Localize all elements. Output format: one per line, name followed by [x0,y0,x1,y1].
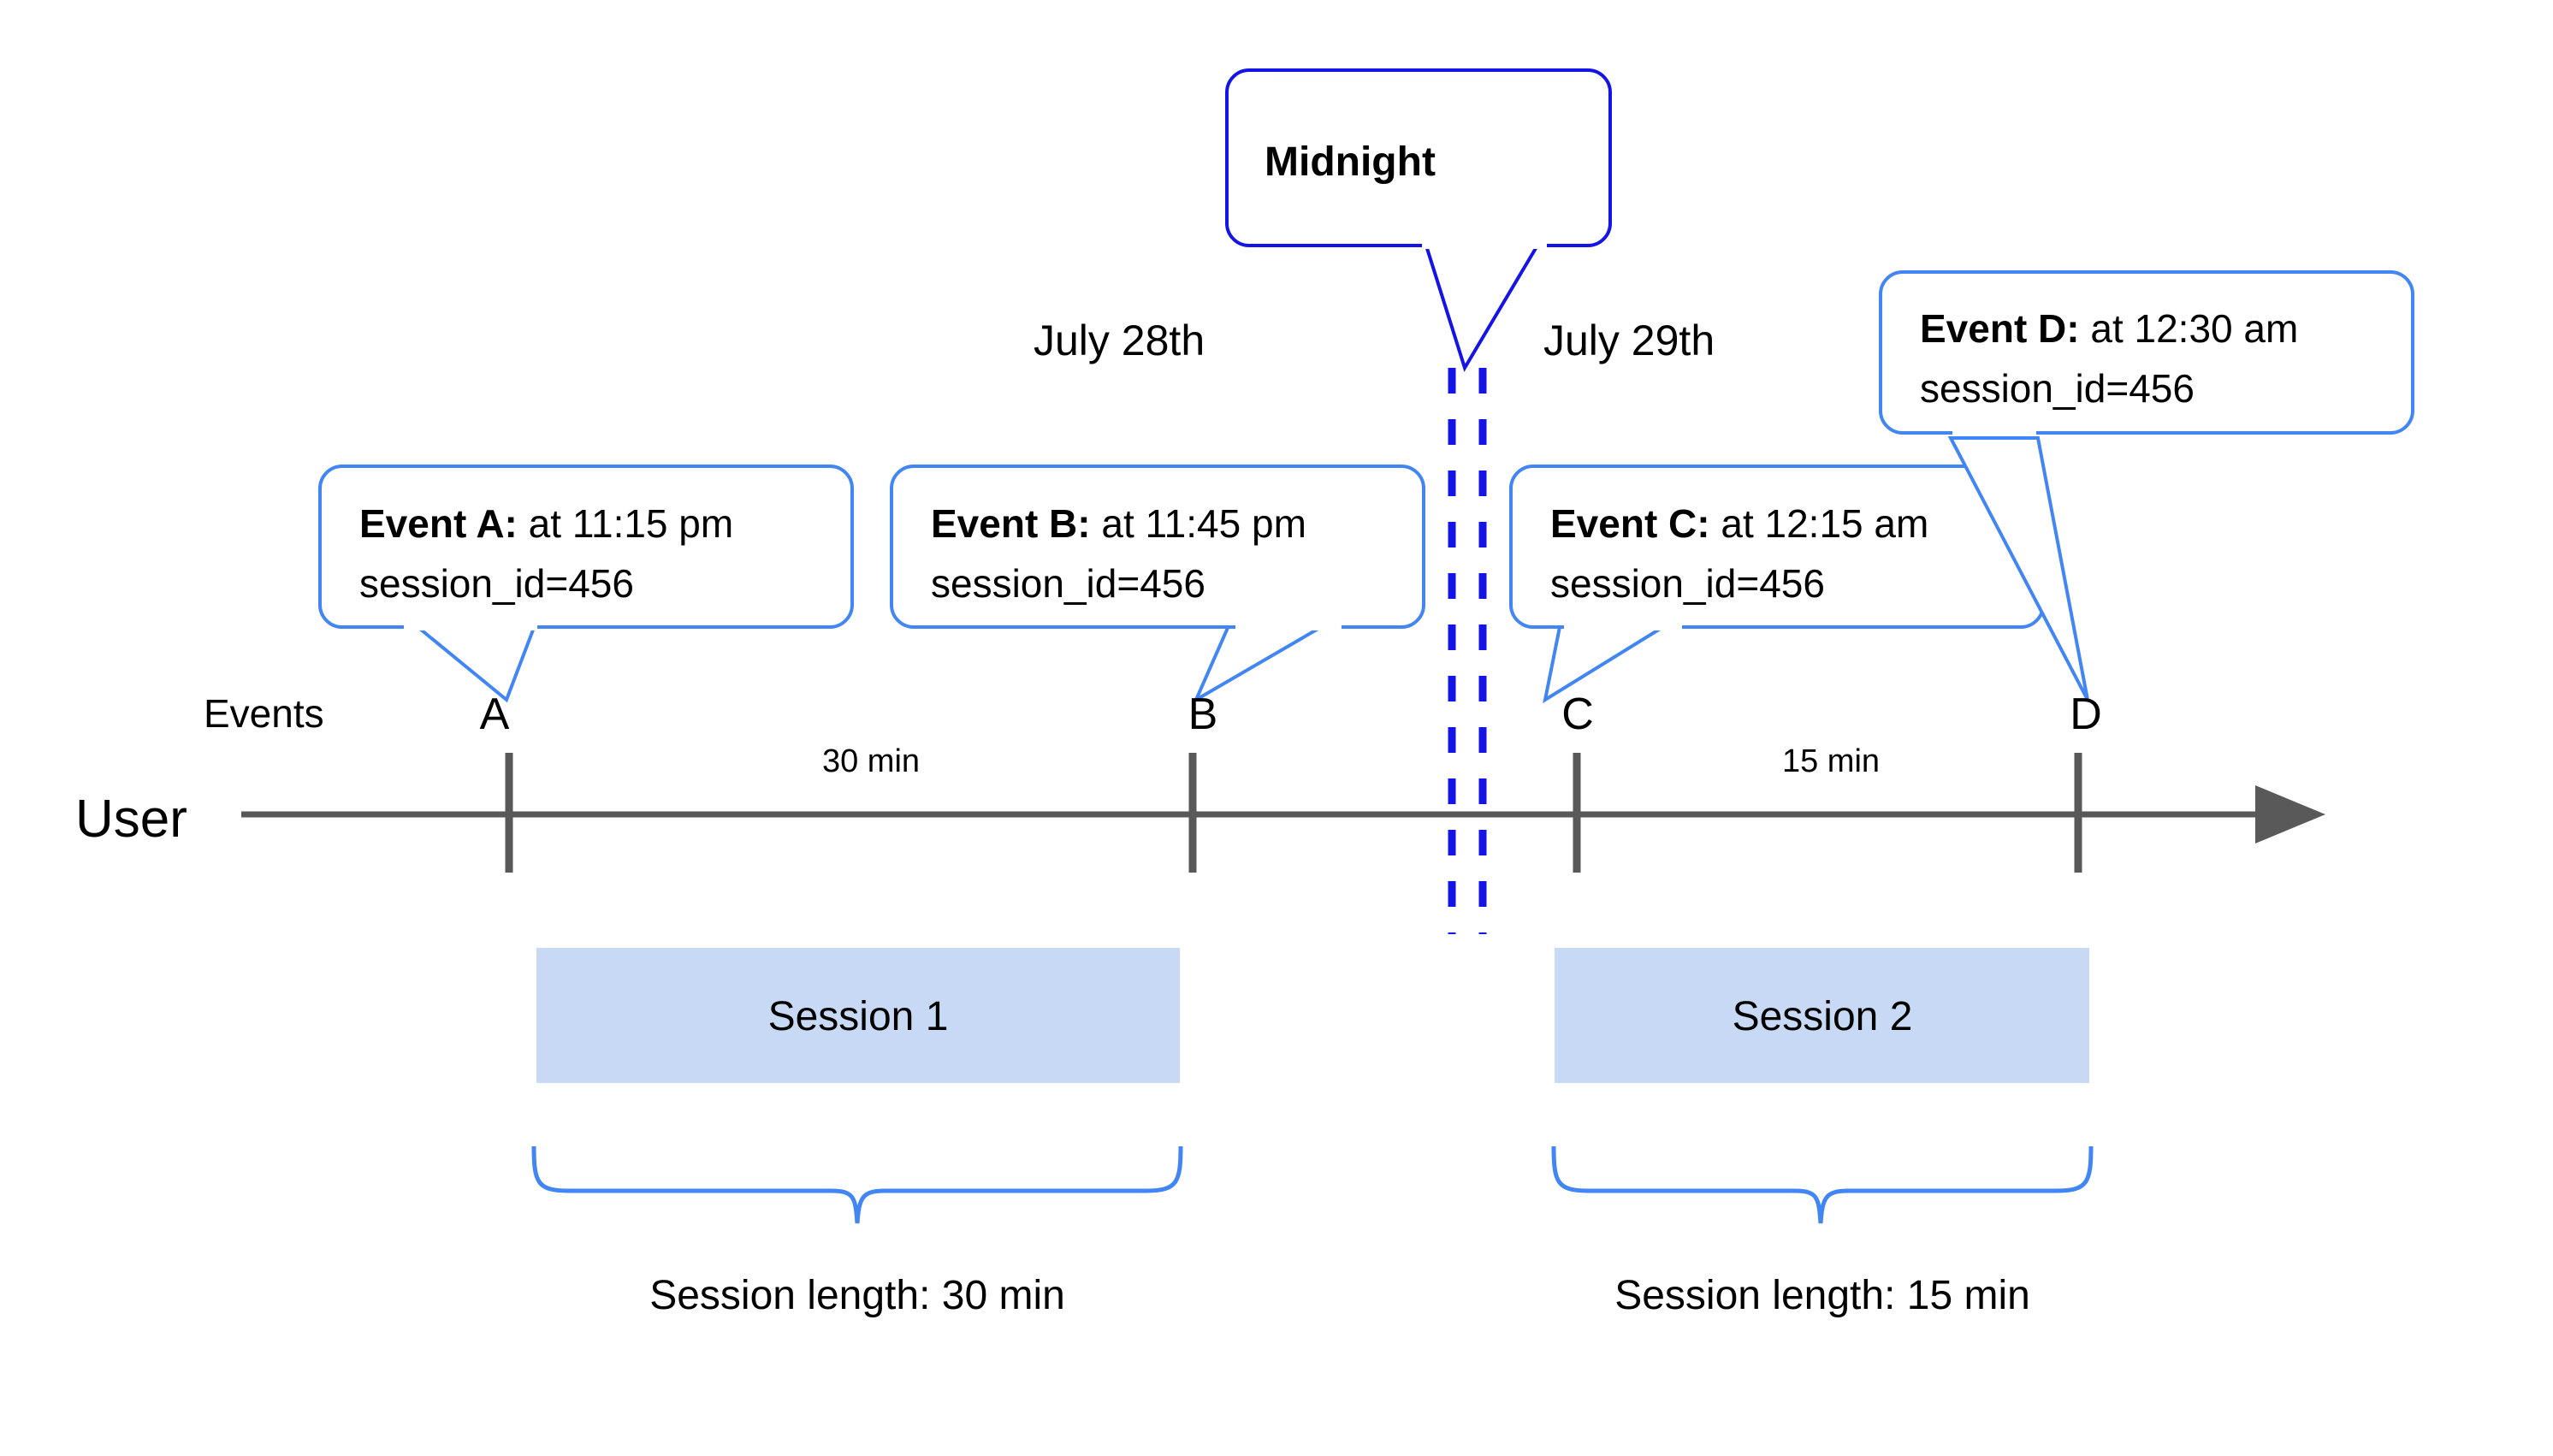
event-callout-c-rest: at 12:15 am [1710,501,1929,546]
date-label-july-29: July 29th [1543,317,1715,364]
user-row-label: User [75,790,187,849]
event-callout-c-line2: session_id=456 [1550,561,1825,606]
session-box-1-label: Session 1 [768,994,949,1039]
midnight-label: Midnight [1265,139,1436,185]
event-marker-label-c: C [1561,690,1594,739]
session-length-label-2: Session length: 15 min [1614,1273,2030,1318]
session-brace-1 [531,1145,1183,1224]
event-callout-d-tail [1947,436,2089,701]
event-marker-label-a: A [480,690,510,739]
event-callout-a-box [318,465,854,629]
event-callout-d-line2: session_id=456 [1920,366,2195,411]
event-callout-b-rest: at 11:45 pm [1091,501,1306,546]
midnight-divider [1448,368,1487,934]
timeline-axis [241,785,2325,843]
timeline-arrow-icon [2255,785,2325,843]
events-row-label: Events [204,691,324,736]
gap-label-30-min: 30 min [822,743,920,779]
event-callout-b-line1: Event B: at 11:45 pm [931,501,1306,546]
event-marker-label-b: B [1188,690,1218,739]
date-label-july-28: July 28th [1034,317,1205,364]
event-callout-c-bold: Event C: [1550,501,1710,546]
event-callout-a-line1: Event A: at 11:15 pm [359,501,733,546]
event-callout-b-box [890,465,1425,629]
session-box-1-rect [536,948,1180,1083]
event-callout-c: Event C: at 12:15 am session_id=456 [1509,465,2045,704]
event-callout-a-line2: session_id=456 [359,561,634,606]
event-marker-label-d: D [2070,690,2102,739]
event-callout-c-line1: Event C: at 12:15 am [1550,501,1928,546]
event-callout-d-bold: Event D: [1920,306,2080,351]
event-callout-a: Event A: at 11:15 pm session_id=456 [318,465,854,703]
event-callout-d-rest: at 12:30 am [2080,306,2299,351]
event-callout-b: Event B: at 11:45 pm session_id=456 [890,465,1425,704]
event-callout-d-line1: Event D: at 12:30 am [1920,306,2298,351]
event-callout-d-box [1879,270,2414,435]
session-box-2-label: Session 2 [1733,994,1913,1039]
session-brace-2 [1551,1145,2094,1224]
midnight-callout-box [1225,68,1612,247]
event-callout-d: Event D: at 12:30 am session_id=456 [1879,270,2414,701]
gap-label-15-min: 15 min [1782,743,1880,779]
session-box-1: Session 1 [536,948,1180,1083]
session-box-2-rect [1555,948,2089,1083]
event-callout-b-line2: session_id=456 [931,561,1205,606]
event-callout-b-bold: Event B: [931,501,1091,546]
session-box-2: Session 2 [1555,948,2089,1083]
event-callout-a-rest: at 11:15 pm [518,501,733,546]
midnight-callout: Midnight [1225,68,1612,372]
event-callout-a-bold: Event A: [359,501,518,546]
session-length-label-1: Session length: 30 min [649,1273,1065,1318]
